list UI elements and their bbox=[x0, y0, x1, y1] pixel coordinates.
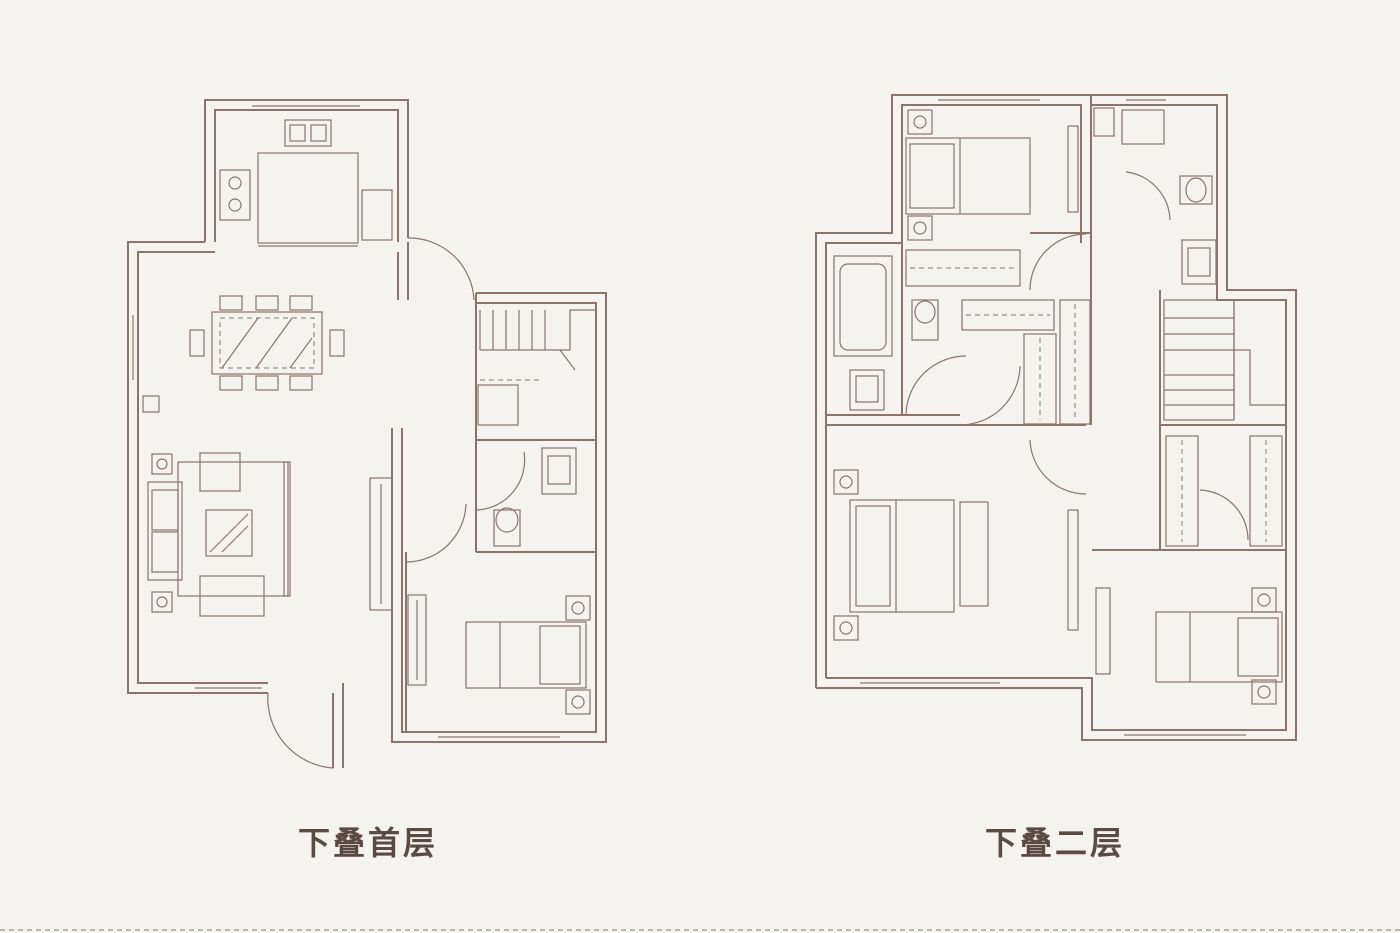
bed-icon bbox=[1095, 435, 1283, 705]
sink-icon bbox=[1181, 239, 1217, 285]
wardrobe-icon bbox=[961, 233, 1091, 495]
second-floor-label: 下叠二层 bbox=[985, 824, 1126, 862]
stairs-icon bbox=[1163, 299, 1286, 421]
first-floor-walls bbox=[127, 99, 607, 768]
bathtub-icon bbox=[833, 255, 1021, 426]
first-floor-label: 下叠首层 bbox=[298, 824, 439, 862]
kitchen bbox=[219, 119, 393, 244]
stove-icon bbox=[219, 169, 251, 221]
sofa-icon bbox=[147, 452, 291, 617]
wardrobe-icon bbox=[369, 477, 393, 611]
bed-icon bbox=[905, 109, 1079, 287]
bed-icon bbox=[833, 469, 1079, 641]
toilet-icon bbox=[493, 447, 577, 547]
first-floor-plan bbox=[127, 99, 607, 769]
bed-icon bbox=[465, 595, 591, 715]
toilet-icon bbox=[1093, 107, 1217, 285]
wardrobe-icon bbox=[1067, 125, 1079, 213]
second-floor-plan bbox=[815, 94, 1297, 741]
stairs-icon bbox=[477, 309, 596, 426]
door-swing-icon bbox=[267, 237, 526, 769]
sink-icon bbox=[284, 119, 332, 147]
sink-icon bbox=[849, 369, 885, 411]
sink-icon bbox=[541, 447, 577, 495]
dining-table-icon bbox=[142, 295, 345, 413]
second-floor-walls bbox=[815, 94, 1297, 741]
